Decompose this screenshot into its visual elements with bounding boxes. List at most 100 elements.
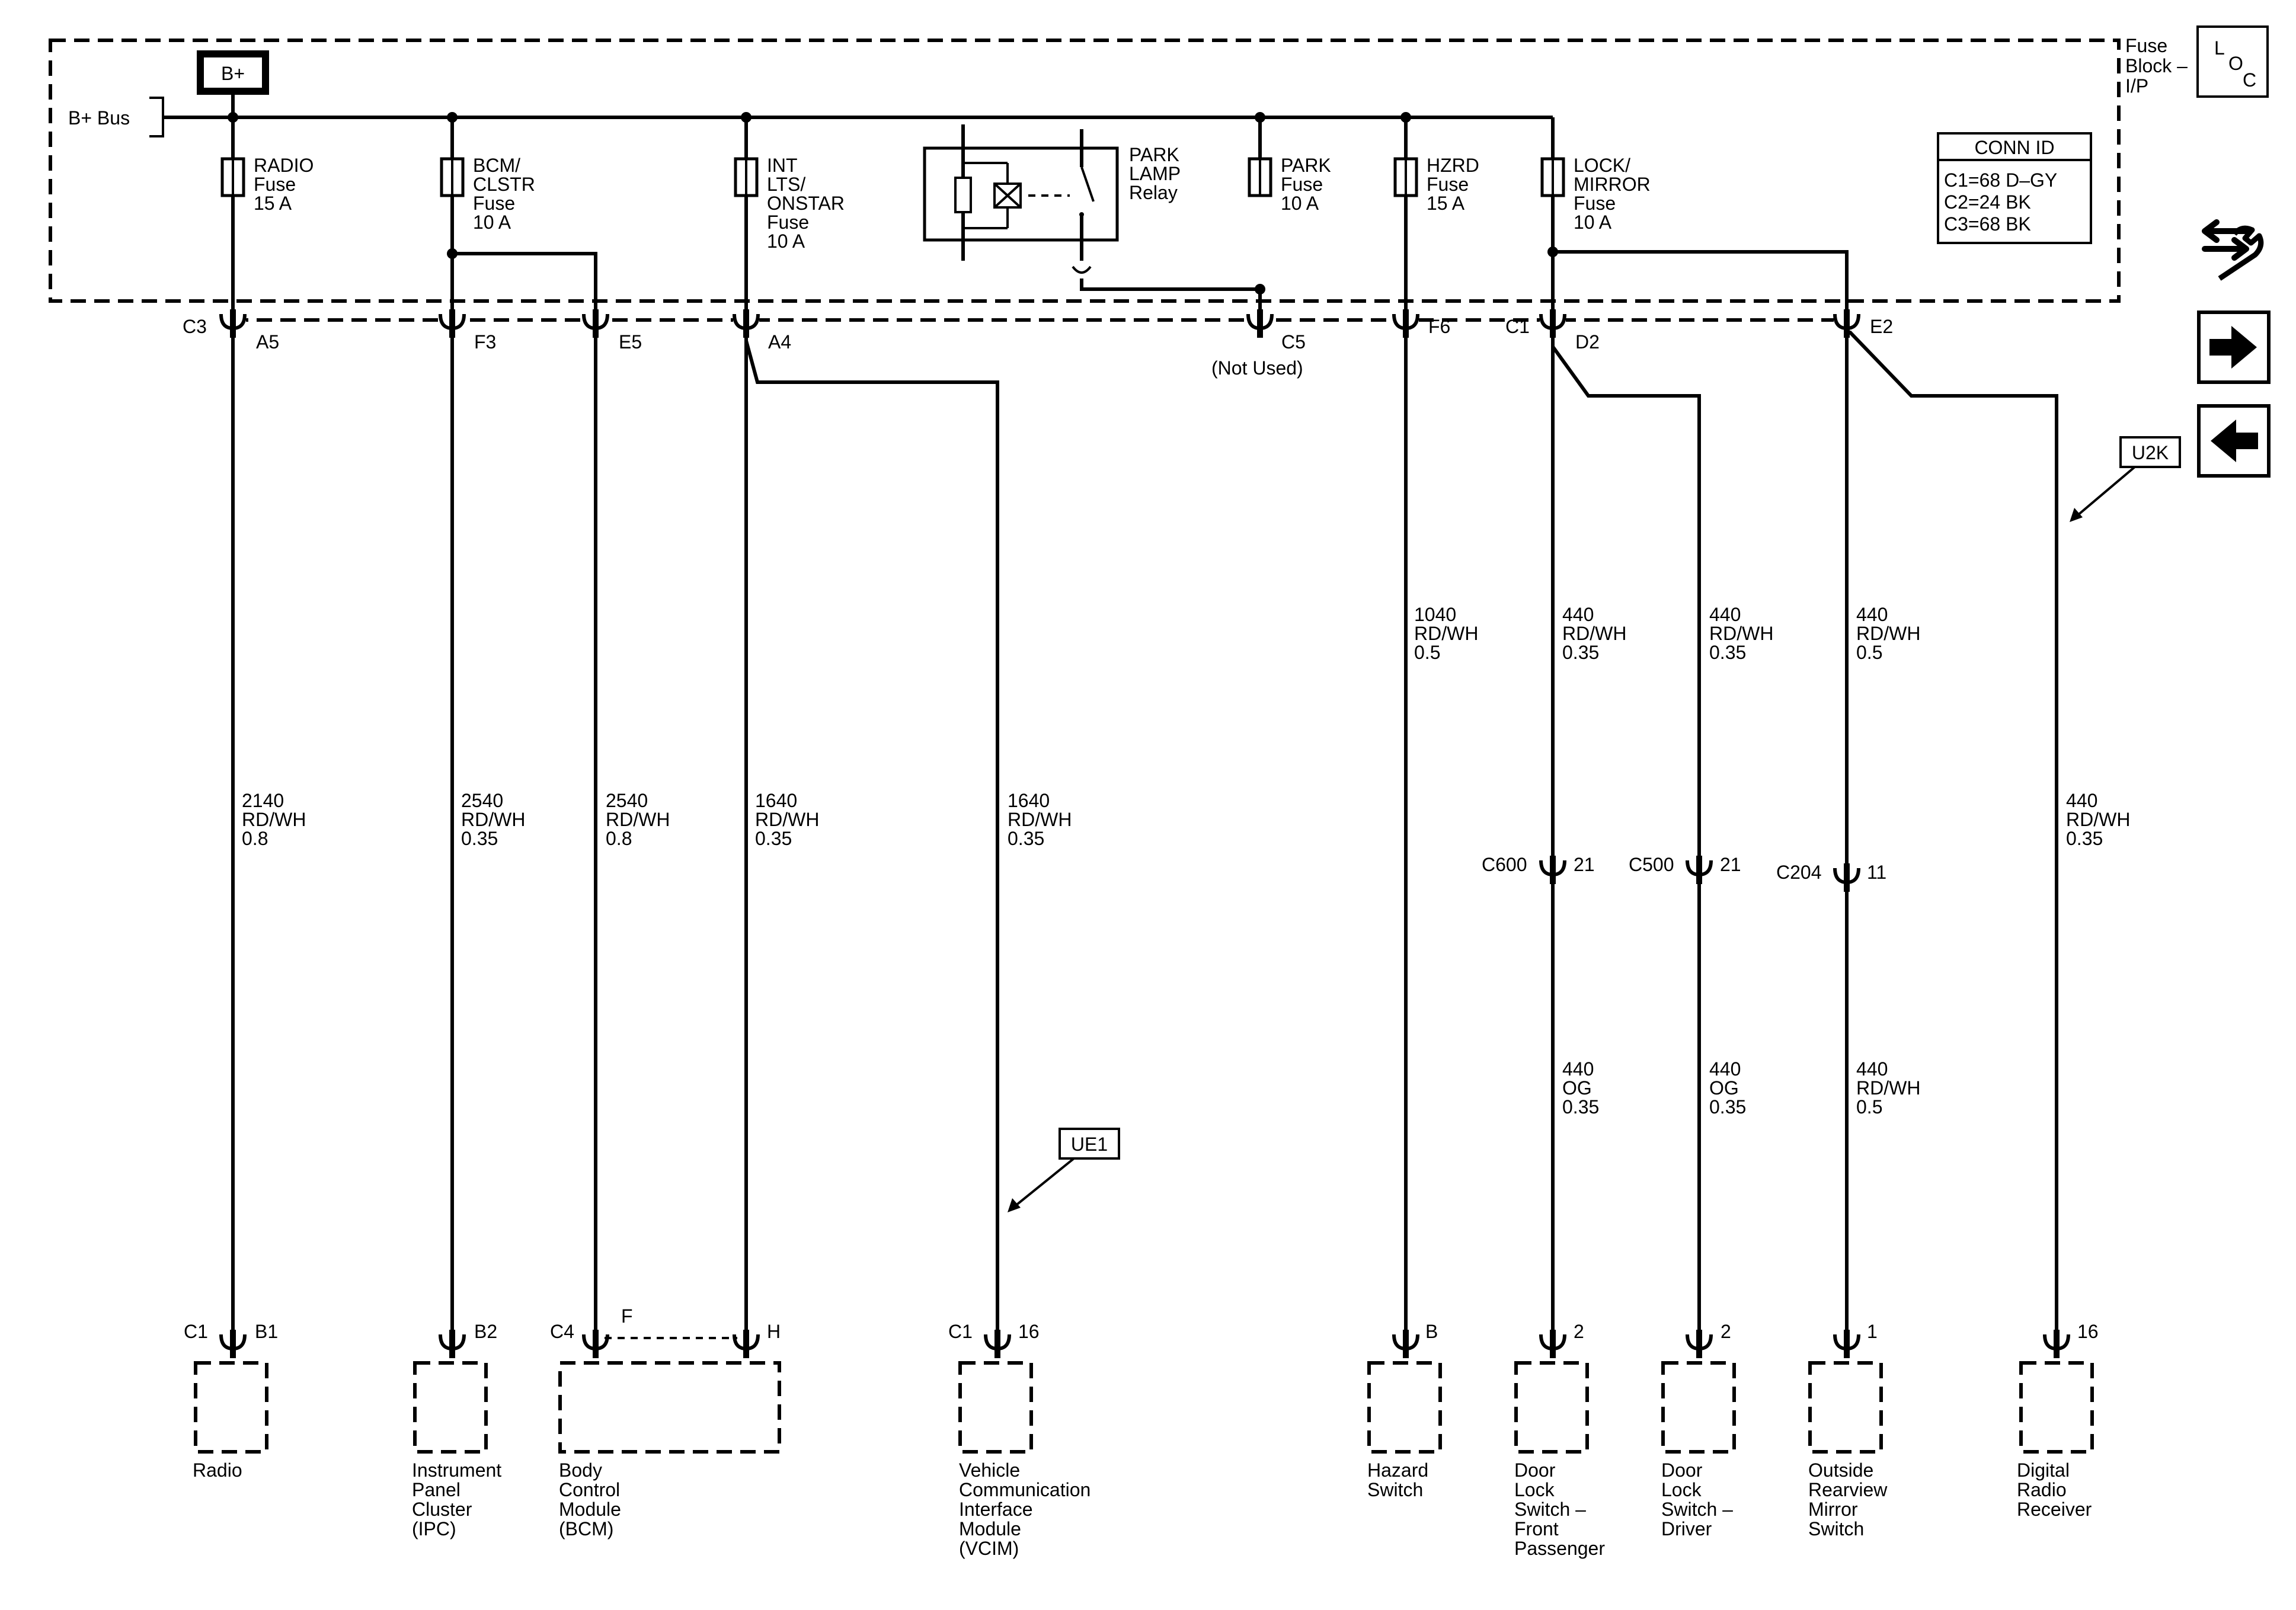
- relay-line-1: PARK: [1129, 144, 1179, 165]
- inline-connector: [1833, 863, 1860, 892]
- svg-text:Body: Body: [559, 1459, 602, 1481]
- wire-label-door-driver-lower: 440 OG 0.35: [1709, 1058, 1746, 1118]
- wire-label-digital-radio: 440 RD/WH 0.35: [2066, 790, 2130, 849]
- svg-text:Control: Control: [559, 1479, 620, 1500]
- component-connector: [582, 1330, 609, 1358]
- comp-pin-16-vcim: 16: [1018, 1321, 1040, 1342]
- wrench-arrows-icon[interactable]: [2202, 219, 2264, 281]
- svg-text:Driver: Driver: [1661, 1518, 1712, 1539]
- svg-text:Panel: Panel: [412, 1479, 461, 1500]
- inline-c600-pin: 21: [1574, 854, 1595, 875]
- component-box-ipc[interactable]: [413, 1361, 488, 1454]
- svg-text:2540: 2540: [606, 790, 648, 811]
- comp-conn-c1-radio: C1: [184, 1321, 208, 1342]
- component-box-vcim[interactable]: [958, 1361, 1033, 1454]
- svg-text:0.35: 0.35: [461, 828, 498, 849]
- loc-letter-c: C: [2243, 69, 2256, 91]
- component-connector: [439, 1330, 466, 1358]
- svg-text:0.35: 0.35: [1709, 642, 1746, 663]
- component-label-radio: Radio: [193, 1459, 242, 1481]
- relay-line-3: Relay: [1129, 182, 1178, 203]
- svg-text:0.35: 0.35: [1562, 1096, 1599, 1118]
- fuse-int-line-4: Fuse: [767, 212, 809, 233]
- svg-text:Lock: Lock: [1661, 1479, 1702, 1500]
- arrow-left-icon[interactable]: [2197, 404, 2271, 478]
- wire-label-ipc: 2540 RD/WH 0.35: [461, 790, 525, 849]
- svg-text:(VCIM): (VCIM): [959, 1538, 1019, 1559]
- bus-label: B+ Bus: [68, 107, 130, 129]
- wire-label-bcm-a4: 1640 RD/WH 0.35: [755, 790, 819, 849]
- component-label-ipc: Instrument Panel Cluster (IPC): [412, 1459, 501, 1539]
- svg-text:Radio: Radio: [193, 1459, 242, 1481]
- fuse-block-connector: [582, 309, 609, 338]
- fuse-radio-line-1: RADIO: [254, 155, 314, 176]
- component-box-hazard[interactable]: [1367, 1361, 1442, 1454]
- fuse-hzrd-line-3: 15 A: [1427, 193, 1465, 214]
- comp-pin-h: H: [767, 1321, 781, 1342]
- inline-c204-pin: 11: [1867, 862, 1886, 883]
- inline-c204: C204: [1776, 862, 1822, 883]
- component-box-digital-radio[interactable]: [2019, 1361, 2094, 1454]
- park-lamp-relay: PARK LAMP Relay: [923, 124, 1181, 261]
- svg-text:1040: 1040: [1414, 604, 1456, 625]
- comp-pin-b-hazard: B: [1425, 1321, 1438, 1342]
- fb-pin-c5: C5: [1281, 331, 1306, 353]
- svg-text:RD/WH: RD/WH: [755, 809, 819, 830]
- fuse-park-line-3: 10 A: [1281, 193, 1319, 214]
- fb-pin-a5: A5: [256, 331, 279, 353]
- svg-text:Door: Door: [1661, 1459, 1703, 1481]
- component-box-mirror[interactable]: [1808, 1361, 1883, 1454]
- fb-pin-c5-note: (Not Used): [1211, 357, 1303, 379]
- wire-label-radio: 2140 RD/WH 0.8: [242, 790, 306, 849]
- component-label-hazard: Hazard Switch: [1367, 1459, 1428, 1500]
- svg-text:Switch: Switch: [1808, 1518, 1864, 1539]
- svg-text:0.35: 0.35: [1562, 642, 1599, 663]
- fb-pin-e5: E5: [619, 331, 642, 353]
- conn-id-title: CONN ID: [1974, 137, 2054, 158]
- svg-text:RD/WH: RD/WH: [1008, 809, 1072, 830]
- component-connector: [1539, 1330, 1566, 1358]
- svg-text:Receiver: Receiver: [2017, 1499, 2092, 1520]
- component-box-bcm[interactable]: [558, 1361, 781, 1454]
- fuse-radio-line-3: 15 A: [254, 193, 292, 214]
- fuse-hzrd-line-2: Fuse: [1427, 174, 1469, 195]
- svg-text:Interface: Interface: [959, 1499, 1033, 1520]
- svg-text:0.35: 0.35: [2066, 828, 2103, 849]
- component-box-door-driver[interactable]: [1661, 1361, 1736, 1454]
- option-tag-u2k[interactable]: U2K: [2070, 436, 2181, 522]
- svg-text:Digital: Digital: [2017, 1459, 2070, 1481]
- relay-line-2: LAMP: [1129, 163, 1181, 184]
- location-button[interactable]: L O C: [2196, 25, 2269, 98]
- comp-pin-b1: B1: [255, 1321, 278, 1342]
- loc-letter-l: L: [2214, 37, 2225, 59]
- comp-pin-2-front: 2: [1574, 1321, 1584, 1342]
- svg-text:Door: Door: [1514, 1459, 1556, 1481]
- fuse-park-line-2: Fuse: [1281, 174, 1323, 195]
- fuse-bcm-line-4: 10 A: [473, 212, 511, 233]
- fuse-bcm-line-2: CLSTR: [473, 174, 535, 195]
- arrow-right-icon[interactable]: [2197, 311, 2271, 384]
- fb-connector-c3: C3: [183, 316, 207, 337]
- svg-text:RD/WH: RD/WH: [1856, 623, 1920, 644]
- fb-pin-a4: A4: [768, 331, 791, 353]
- svg-text:RD/WH: RD/WH: [2066, 809, 2130, 830]
- component-box-door-front[interactable]: [1514, 1361, 1589, 1454]
- component-box-radio[interactable]: [194, 1361, 268, 1454]
- conn-id-row-2: C2=24 BK: [1944, 191, 2031, 213]
- fuse-int-line-3: ONSTAR: [767, 193, 845, 214]
- svg-text:Front: Front: [1514, 1518, 1559, 1539]
- component-connector: [984, 1330, 1011, 1358]
- wire-digital-radio: [1845, 327, 2058, 1339]
- wire-label-door-driver-upper: 440 RD/WH 0.35: [1709, 604, 1773, 663]
- svg-text:Switch: Switch: [1367, 1479, 1423, 1500]
- option-tag-ue1[interactable]: UE1: [1008, 1128, 1120, 1212]
- svg-text:2540: 2540: [461, 790, 503, 811]
- conn-id-table: CONN ID C1=68 D–GY C2=24 BK C3=68 BK: [1937, 132, 2092, 244]
- svg-text:440: 440: [1709, 604, 1741, 625]
- svg-text:0.5: 0.5: [1856, 1096, 1882, 1118]
- fuse-lock-line-1: LOCK/: [1574, 155, 1630, 176]
- wire-label-mirror-lower: 440 RD/WH 0.5: [1856, 1058, 1920, 1118]
- svg-text:Lock: Lock: [1514, 1479, 1555, 1500]
- svg-text:440: 440: [1562, 1058, 1594, 1080]
